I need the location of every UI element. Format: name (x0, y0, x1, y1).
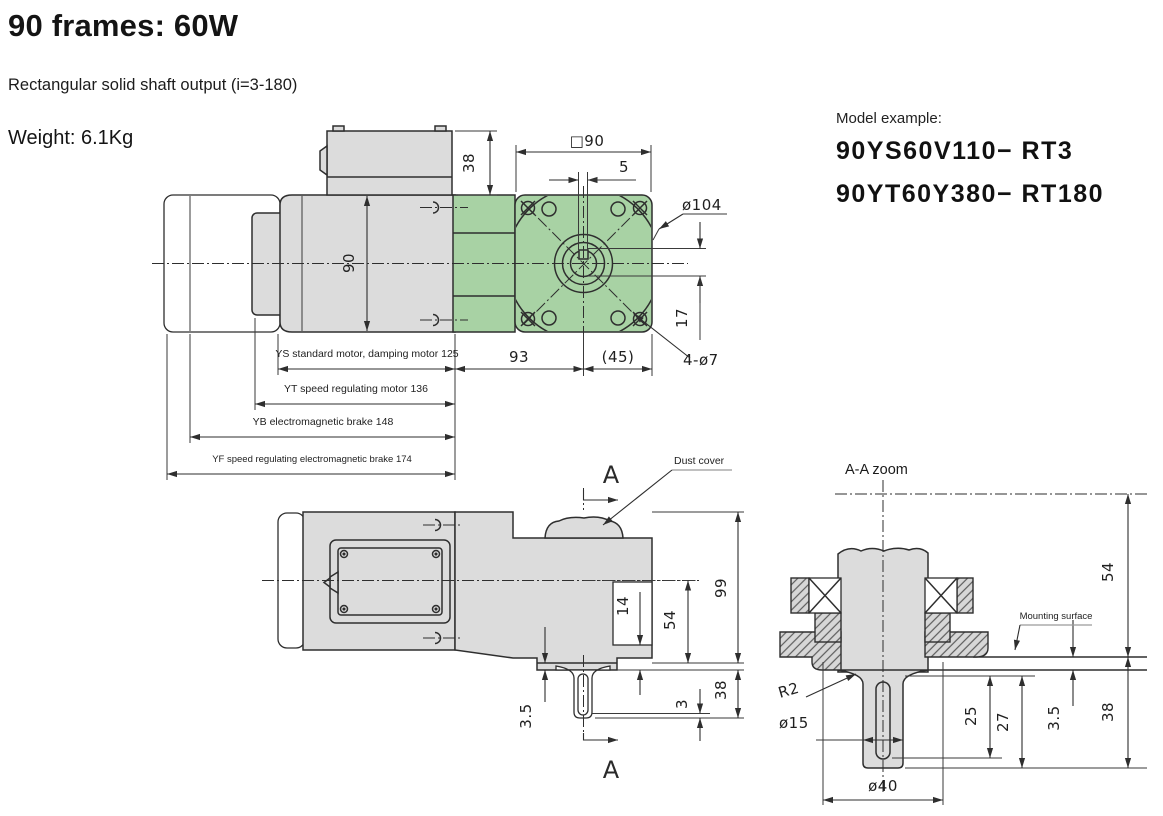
svg-text:54: 54 (661, 610, 679, 630)
flange-notch (612, 581, 653, 646)
weight-label: Weight: 6.1Kg (8, 127, 134, 149)
mounting-holes-4xd7 (541, 201, 626, 326)
cable-gland (319, 144, 328, 177)
svg-text:5: 5 (619, 158, 629, 176)
model-example-label: Model example: (836, 110, 942, 127)
assembly-bolts (420, 201, 468, 327)
svg-text:93: 93 (509, 348, 529, 366)
dust-cover-hump (544, 516, 624, 539)
svg-text:Dust cover: Dust cover (674, 455, 725, 467)
terminal-box (326, 130, 453, 196)
dim-keyway-5: 5 (549, 158, 636, 250)
dim-terminal-38: 38 (455, 130, 497, 196)
model-example-block: Model example: 90YS60V110− RT3 90YT60Y38… (836, 110, 1104, 223)
dim-4xd7: 4-ø7 (633, 313, 719, 369)
svg-text:3: 3 (673, 699, 691, 709)
svg-text:4-ø7: 4-ø7 (683, 351, 719, 369)
section-a-top-label: A (603, 461, 620, 489)
svg-text:3.5: 3.5 (1045, 705, 1063, 730)
corner-holes (520, 200, 648, 327)
length-yf: YF speed regulating electromagnetic brak… (212, 454, 412, 465)
aa-bearings (808, 577, 958, 614)
page-title: 90 frames: 60W (8, 8, 239, 43)
terminal-box-top (322, 539, 451, 624)
svg-text:17: 17 (673, 308, 691, 328)
svg-text:90: 90 (340, 253, 358, 273)
svg-text:54: 54 (1099, 562, 1117, 582)
dim-93-45: 93 (45) (454, 334, 653, 480)
svg-text:ø15: ø15 (779, 714, 809, 732)
svg-text:ø40: ø40 (868, 777, 898, 795)
motor-length-dims: YS standard motor, damping motor 125 YT … (166, 318, 459, 480)
dim-motor-90: 90 (340, 196, 371, 331)
section-a-markers: A A (582, 461, 620, 784)
assembly-bolts-top (423, 518, 462, 645)
svg-text:14: 14 (614, 596, 632, 616)
section-aa-title: A-A zoom (845, 462, 908, 478)
dust-cover-callout: Dust cover (602, 455, 732, 526)
svg-text:25: 25 (962, 706, 980, 726)
aa-housing-hatch (779, 577, 989, 671)
section-aa-view: A-A zoom (776, 462, 1147, 805)
svg-text:3.5: 3.5 (517, 703, 535, 728)
svg-text:27: 27 (994, 712, 1012, 732)
svg-text:R2: R2 (776, 679, 801, 702)
aa-mounting-plate (928, 656, 1147, 671)
dim-square-90: □90 (515, 132, 652, 192)
dim-key-17: 17 (588, 222, 706, 340)
svg-text:□90: □90 (570, 132, 605, 150)
model-number-1: 90YS60V110− RT3 (836, 137, 1074, 165)
length-yb: YB electromagnetic brake 148 (253, 416, 394, 428)
top-view: A A Dust cover 99 (262, 455, 744, 784)
aa-shaft (837, 669, 929, 769)
mounting-surface-label: Mounting surface (1020, 611, 1093, 622)
length-yt: YT speed regulating motor 136 (284, 383, 428, 395)
svg-text:38: 38 (712, 680, 730, 700)
model-number-2: 90YT60Y380− RT180 (836, 180, 1105, 208)
svg-text:(45): (45) (602, 348, 635, 366)
aa-dims: 54 38 3.5 25 27 R2 ø15 (776, 494, 1147, 805)
dim-d104: ø104 (652, 196, 727, 241)
page-subtitle: Rectangular solid shaft output (i=3-180) (8, 76, 298, 94)
svg-text:99: 99 (712, 578, 730, 598)
section-a-bottom-label: A (603, 756, 620, 784)
length-ys: YS standard motor, damping motor 125 (275, 348, 458, 360)
svg-text:38: 38 (460, 153, 478, 173)
top-view-dims: 99 54 14 3.5 38 3 (517, 511, 744, 741)
gearbox-top (454, 511, 653, 671)
svg-text:38: 38 (1099, 702, 1117, 722)
svg-text:ø104: ø104 (682, 196, 722, 214)
side-and-flange-view: 38 90 □90 5 (152, 125, 727, 480)
